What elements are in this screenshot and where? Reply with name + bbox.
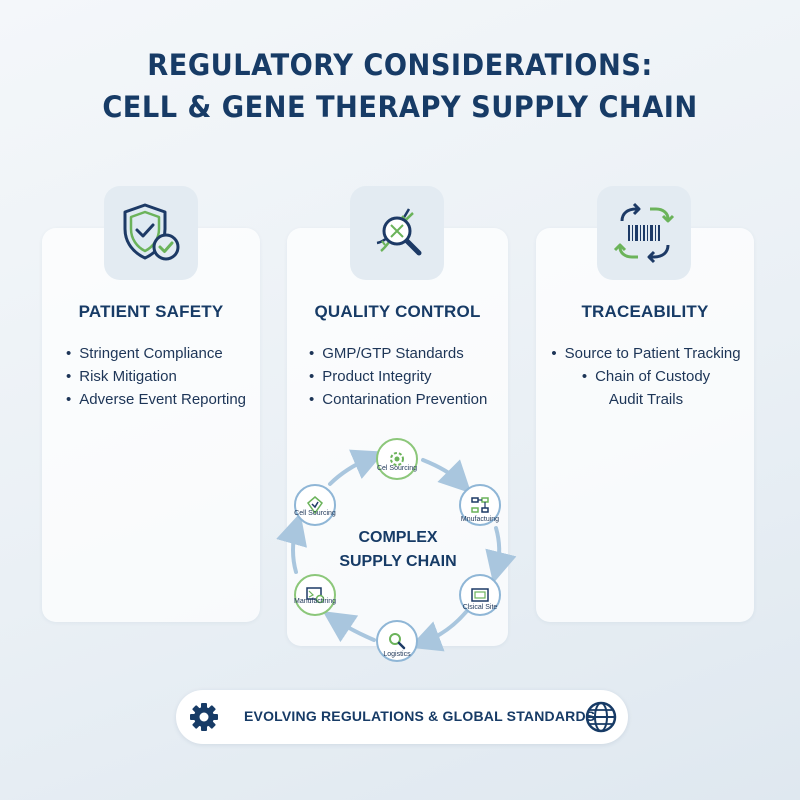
title-line-2: CELL & GENE THERAPY SUPPLY CHAIN (102, 90, 698, 124)
node-label: Cel Sourcing (376, 465, 418, 472)
node-logistics (376, 620, 418, 662)
monitor-check-icon (306, 587, 325, 604)
list-item: Stringent Compliance (66, 342, 246, 365)
node-clinical-site (459, 574, 501, 616)
node-label: Mnufactuing (460, 516, 500, 523)
page-title: REGULATORY CONSIDERATIONS: CELL & GENE T… (24, 44, 776, 128)
list-item: Adverse Event Reporting (66, 388, 246, 411)
center-line-2: SUPPLY CHAIN (339, 553, 457, 570)
gear-icon (190, 703, 218, 731)
list-item: Audit Trails (608, 391, 684, 408)
node-manufacturing-left (294, 574, 336, 616)
traceability-title: TRACEABILITY (581, 302, 709, 321)
flowchart-icon (471, 497, 489, 513)
node-label: Logistics (383, 651, 411, 658)
barcode-cycle-icon (597, 186, 691, 280)
shield-check-icon (104, 186, 198, 280)
gear-icon (390, 452, 404, 466)
magnifier-icon (389, 633, 406, 650)
node-label: Clsical Site (462, 604, 498, 611)
title-line-1: REGULATORY CONSIDERATIONS: (147, 48, 653, 82)
cell-icon (306, 496, 324, 515)
node-label: Manufactiring (293, 598, 337, 605)
traceability-list: Source to Patient Tracking •Chain of Cus… (548, 342, 744, 411)
list-item: Source to Patient Tracking (548, 342, 744, 365)
list-item: GMP/GTP Standards (309, 342, 487, 365)
list-item: •Chain of Custody (581, 368, 711, 385)
globe-icon (585, 701, 617, 733)
traceability-card (536, 228, 754, 622)
node-cell-sourcing-left (294, 484, 336, 526)
site-icon (471, 588, 489, 602)
patient-safety-card (42, 228, 260, 622)
supply-chain-center-label: COMPLEX SUPPLY CHAIN (318, 526, 478, 574)
center-line-1: COMPLEX (358, 529, 438, 546)
footer-text: EVOLVING REGULATIONS & GLOBAL STANDARDS (244, 708, 596, 724)
list-item: Contarination Prevention (309, 388, 487, 411)
node-cell-sourcing-top (376, 438, 418, 480)
patient-safety-title: PATIENT SAFETY (78, 302, 224, 321)
quality-control-list: GMP/GTP Standards Product Integrity Cont… (309, 342, 487, 411)
list-item: Risk Mitigation (66, 365, 246, 388)
dna-magnifier-icon (350, 186, 444, 280)
quality-control-title: QUALITY CONTROL (314, 302, 481, 321)
node-manufacturing-right (459, 484, 501, 526)
patient-safety-list: Stringent Compliance Risk Mitigation Adv… (66, 342, 246, 411)
footer-banner: EVOLVING REGULATIONS & GLOBAL STANDARDS (176, 690, 628, 744)
list-item: Product Integrity (309, 365, 487, 388)
node-label: Cell Sourcing (294, 510, 336, 517)
